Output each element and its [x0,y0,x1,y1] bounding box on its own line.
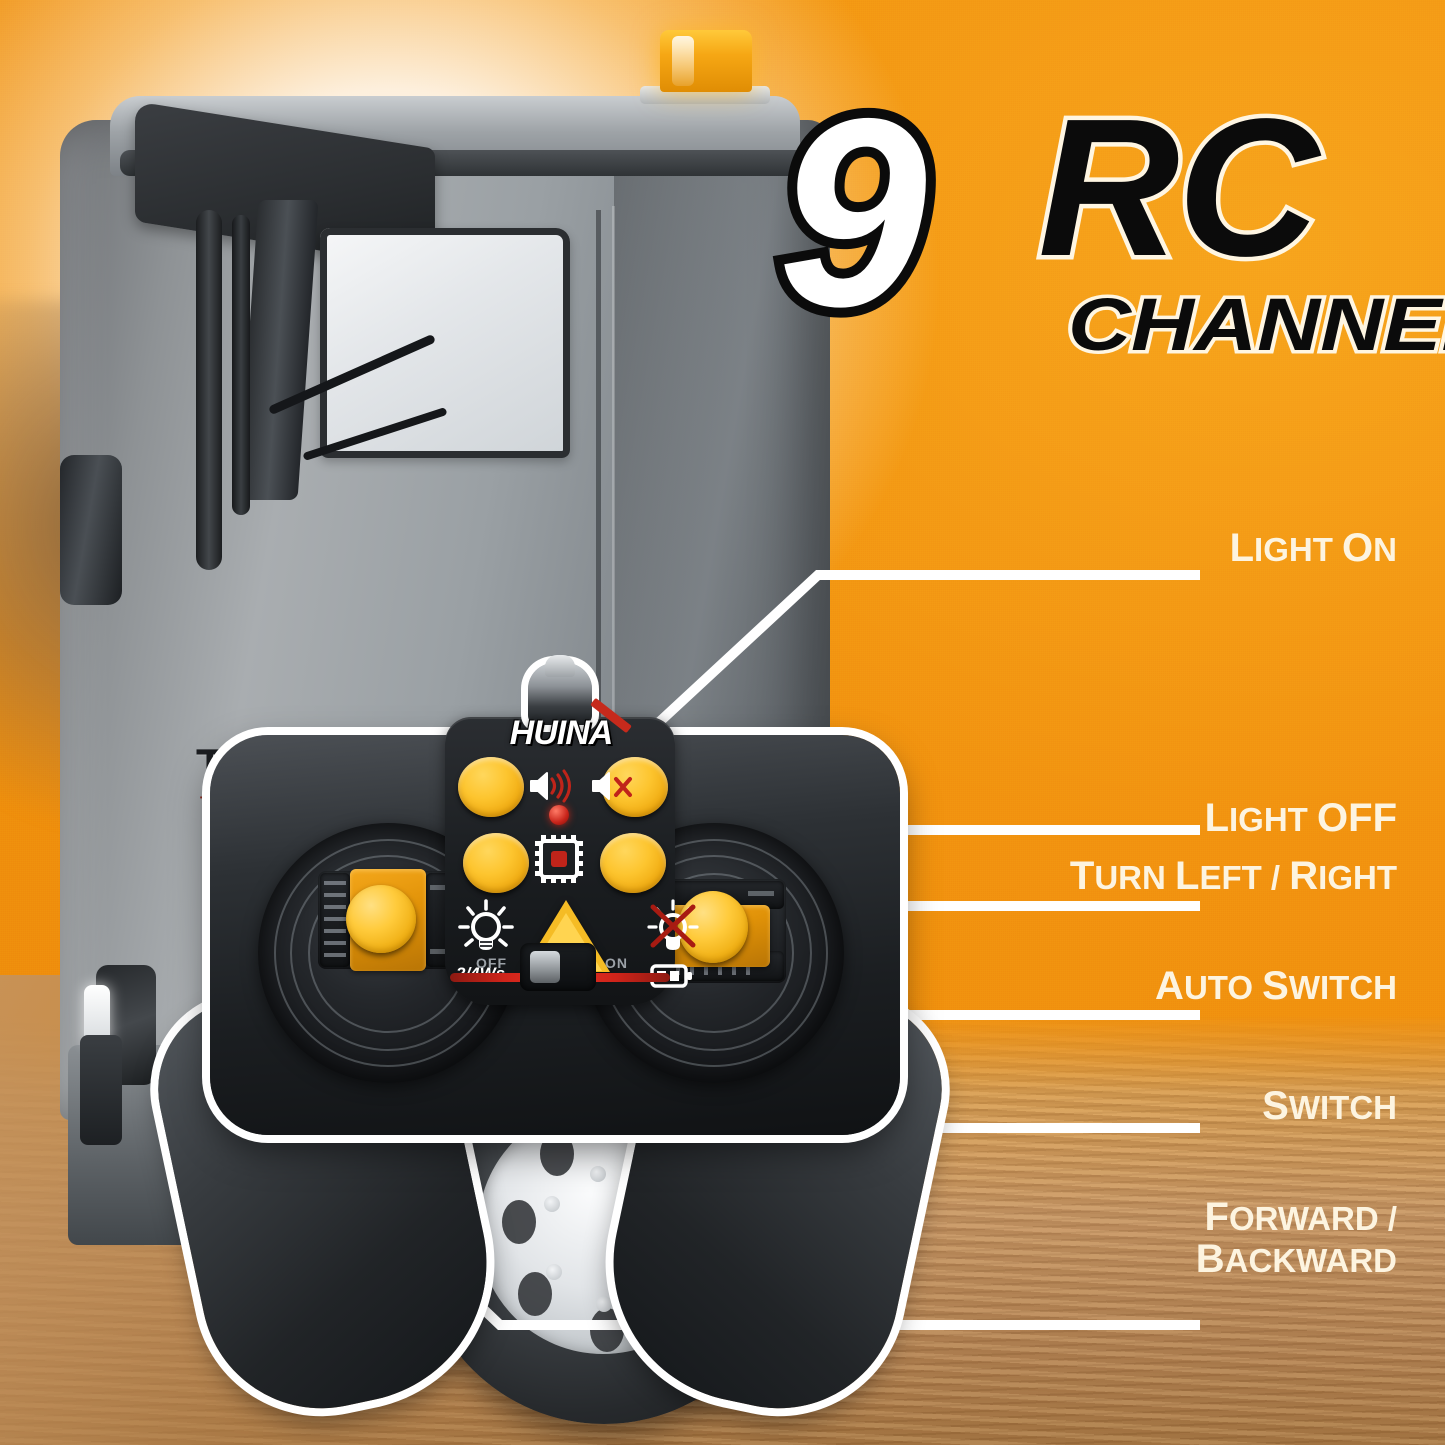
label-cap: T [1069,854,1095,898]
track-tick [704,959,708,975]
sound-on-button[interactable] [458,757,524,817]
power-switch-on-label: ON [605,955,628,971]
headline-rc: RC [1033,78,1323,297]
label-cap: S [1262,1084,1289,1128]
sound-off-button[interactable] [602,757,668,817]
truck-door-seam [596,210,601,850]
callout-label-light-off: LIGHT OFF [1205,797,1397,839]
track-tick [324,881,346,885]
label-rest: UTO [1183,969,1263,1006]
brand-logo: HUINA [509,713,614,752]
track-tick [690,959,694,975]
label-cap: R [1289,854,1319,898]
label-rest: IGHT [1318,859,1397,896]
label-rest: IGHT [1229,801,1318,838]
label-rest: EFT / [1199,859,1290,896]
label-rest: ACKWARD [1224,1242,1397,1280]
beacon-highlight [672,36,694,86]
track-tick [718,959,722,975]
light-bulb-on-icon [458,899,514,950]
label-line-1: FORWARD / [1196,1195,1398,1239]
mirror-arm [196,210,222,570]
mirror-arm-secondary [232,215,250,515]
track-tick [324,893,346,897]
rc-remote-controller: HUINA [141,655,959,1435]
label-rest: URN [1094,859,1175,896]
truck-door-seam-highlight [612,206,615,856]
label-allcaps: OFF [1317,796,1397,840]
label-cap: A [1155,964,1184,1008]
track-arrow-up [430,885,452,890]
track-tick [324,929,346,933]
light-on-button[interactable] [463,833,529,893]
track-tick [324,953,346,957]
callout-label-light-on: LIGHT ON [1230,527,1397,569]
callout-label-auto-switch: AUTO SWITCH [1155,965,1397,1007]
track-arrow-down [430,949,452,954]
label-cap: L [1175,854,1200,898]
headline-channel-count: 9 [768,62,937,362]
truck-side-window [320,228,570,458]
truck-step [80,1035,122,1145]
label-cap: L [1229,526,1255,570]
speaker-on-icon [530,769,571,803]
remote-antenna-tip [545,655,575,677]
light-off-button[interactable] [600,833,666,893]
label-rest: WITCH [1288,1089,1397,1126]
track-tick [324,905,346,909]
throttle-knob[interactable] [346,885,416,953]
callout-label-turn-left-right: TURN LEFT / RIGHT [1070,855,1397,897]
power-switch-off-label: OFF [476,955,507,971]
side-mirror [60,455,122,605]
label-cap: B [1195,1237,1225,1282]
track-arrow-right [748,891,774,896]
track-tick [324,917,346,921]
label-line-2: BACKWARD [1196,1238,1397,1280]
chip-icon [535,835,583,883]
track-tick [732,959,736,975]
callout-label-switch: SWITCH [1262,1085,1397,1127]
callout-label-forward-backward: FORWARD / BACKWARD [1196,1196,1397,1281]
track-tick [324,941,346,945]
label-rest: ORWARD / [1228,1200,1397,1237]
left-joystick-housing [258,823,518,1083]
label-cap: O [1342,526,1374,570]
track-tick [746,959,750,975]
label-cap: F [1204,1195,1229,1239]
power-led-icon [549,805,569,825]
label-rest: N [1373,531,1397,568]
light-bulb-off-icon [647,899,699,950]
label-rest: WITCH [1288,969,1397,1006]
power-slide-switch[interactable] [530,951,560,983]
label-cap: S [1262,964,1289,1008]
speaker-mute-icon [592,772,632,800]
label-rest: IGHT [1254,531,1343,568]
label-cap: L [1204,796,1230,840]
